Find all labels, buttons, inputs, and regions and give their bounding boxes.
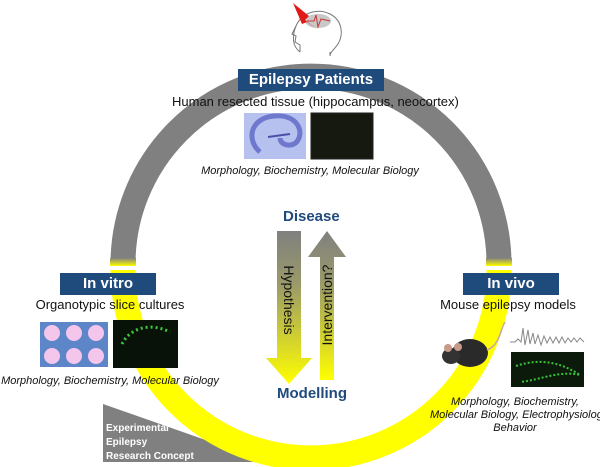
organotypic-subtitle: Organotypic slice cultures [35,297,185,312]
epilepsy-patients-label: Epilepsy Patients [238,69,384,91]
top-methods: Morphology, Biochemistry, Molecular Biol… [201,165,419,177]
in-vitro-label: In vitro [60,273,156,295]
intervention-arrow [308,231,346,380]
eeg-trace-image [510,327,585,347]
corner-line-1: Experimental [106,423,169,434]
neocortex-fluorescence-image [310,112,374,160]
corner-line-2: Epilepsy [106,437,148,448]
slice-culture-plate-image [40,322,108,367]
head-with-lightning-icon [291,3,342,57]
hypothesis-label: Hypothesis [281,265,297,335]
right-methods-line-2: Molecular Biology, Electrophysiology, [430,409,600,421]
intervention-label: Intervention? [319,264,335,346]
hippocampus-stain-image [244,113,306,159]
right-methods-line-3: Behavior [493,422,537,434]
slice-culture-fluorescence-image [113,320,178,368]
left-methods: Morphology, Biochemistry, Molecular Biol… [1,375,219,387]
corner-line-3: Research Concept [106,451,194,462]
mouse-hippocampus-fluorescence-image [511,352,584,387]
mouse-models-subtitle: Mouse epilepsy models [440,297,576,312]
hypothesis-arrow [266,231,312,384]
right-methods-line-1: Morphology, Biochemistry, [451,396,579,408]
in-vivo-label: In vivo [463,273,559,295]
mouse-image [442,321,506,367]
modelling-label: Modelling [277,385,347,402]
disease-label: Disease [283,208,340,225]
human-tissue-subtitle: Human resected tissue (hippocampus, neoc… [172,94,459,109]
